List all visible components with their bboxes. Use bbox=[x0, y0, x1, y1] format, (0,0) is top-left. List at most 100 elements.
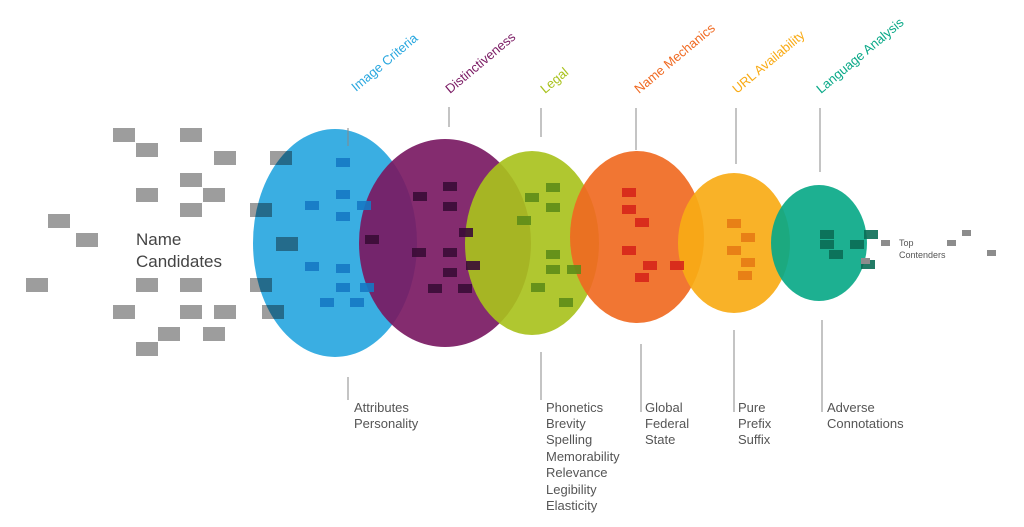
stage-title-name-mechanics: Name Mechanics bbox=[631, 20, 718, 96]
filtered-name-block bbox=[622, 188, 636, 197]
detail-item: Prefix bbox=[738, 416, 772, 431]
filtered-name-block bbox=[741, 258, 755, 267]
detail-item: Federal bbox=[645, 416, 689, 431]
detail-item: Legibility bbox=[546, 482, 597, 497]
filtered-name-block bbox=[546, 203, 560, 212]
candidate-block bbox=[180, 128, 202, 142]
filtered-name-block bbox=[443, 248, 457, 257]
filtered-name-block bbox=[525, 193, 539, 202]
candidate-block bbox=[180, 278, 202, 292]
stage-title-image-criteria-text: Image Criteria bbox=[348, 30, 421, 94]
filtered-name-block bbox=[622, 246, 636, 255]
candidate-block bbox=[136, 278, 158, 292]
detail-list-image-criteria: Attributes Personality bbox=[354, 400, 419, 431]
top-contenders-line-2: Contenders bbox=[899, 250, 946, 260]
candidate-block bbox=[136, 188, 158, 202]
filtered-name-block bbox=[350, 298, 364, 307]
filtered-name-block bbox=[531, 283, 545, 292]
filtered-name-block bbox=[546, 183, 560, 192]
filtered-name-block bbox=[305, 201, 319, 210]
filtered-name-block bbox=[820, 240, 834, 249]
leader-lines bbox=[347, 107, 823, 412]
stage-title-language-analysis: Language Analysis bbox=[813, 14, 907, 96]
stage-title-legal-text: Legal bbox=[537, 64, 571, 96]
filtered-name-blocks bbox=[305, 158, 878, 307]
detail-list-language-analysis: Adverse Connotations bbox=[827, 400, 904, 431]
filtered-name-block bbox=[670, 261, 684, 270]
filtered-name-block bbox=[829, 250, 843, 259]
filtered-name-block bbox=[443, 202, 457, 211]
filtered-name-block bbox=[635, 218, 649, 227]
candidate-block bbox=[26, 278, 48, 292]
candidate-block bbox=[113, 305, 135, 319]
filtered-name-block bbox=[412, 248, 426, 257]
stage-circle-language-analysis bbox=[771, 185, 867, 301]
detail-list-url-availability: Pure Prefix Suffix bbox=[738, 400, 775, 447]
detail-list-legal: Phonetics Brevity Spelling Memorability … bbox=[546, 400, 623, 513]
candidate-block bbox=[158, 327, 180, 341]
stage-title-url-availability: URL Availability bbox=[729, 27, 808, 96]
stage-circles bbox=[253, 129, 867, 357]
stage-title-distinctiveness: Distinctiveness bbox=[442, 29, 518, 97]
name-candidates-label: Name Candidates bbox=[136, 230, 222, 271]
filtered-name-block bbox=[458, 284, 472, 293]
stage-title-url-availability-text: URL Availability bbox=[729, 27, 808, 96]
filtered-name-block bbox=[622, 205, 636, 214]
detail-item: Adverse bbox=[827, 400, 875, 415]
candidate-block bbox=[48, 214, 70, 228]
detail-item: Suffix bbox=[738, 432, 771, 447]
stage-circle-legal bbox=[465, 151, 599, 335]
detail-item: State bbox=[645, 432, 675, 447]
detail-item: Memorability bbox=[546, 449, 620, 464]
filtered-name-block bbox=[336, 190, 350, 199]
filtered-name-block bbox=[517, 216, 531, 225]
filtered-name-block bbox=[365, 235, 379, 244]
detail-list-name-mechanics: Global Federal State bbox=[645, 400, 693, 447]
detail-item: Elasticity bbox=[546, 498, 598, 513]
filtered-name-block bbox=[320, 298, 334, 307]
detail-item: Connotations bbox=[827, 416, 904, 431]
stage-title-language-analysis-text: Language Analysis bbox=[813, 14, 907, 96]
top-contender-block bbox=[881, 240, 890, 246]
stage-circle-name-mechanics bbox=[570, 151, 704, 323]
filtered-name-block bbox=[864, 230, 878, 239]
candidate-block bbox=[136, 143, 158, 157]
filtered-name-block bbox=[567, 265, 581, 274]
filtered-name-block bbox=[443, 182, 457, 191]
top-contender-block bbox=[947, 240, 956, 246]
detail-item: Spelling bbox=[546, 432, 592, 447]
filtered-name-block bbox=[413, 192, 427, 201]
stage-title-distinctiveness-text: Distinctiveness bbox=[442, 29, 518, 97]
candidate-block bbox=[76, 233, 98, 247]
name-candidates-line-2: Candidates bbox=[136, 252, 222, 271]
filtered-name-block bbox=[546, 250, 560, 259]
filtered-name-block bbox=[459, 228, 473, 237]
detail-item: Personality bbox=[354, 416, 419, 431]
detail-item: Brevity bbox=[546, 416, 586, 431]
stage-title-name-mechanics-text: Name Mechanics bbox=[631, 20, 718, 96]
filtered-name-block bbox=[820, 230, 834, 239]
filtered-name-block bbox=[336, 264, 350, 273]
filtered-name-block bbox=[559, 298, 573, 307]
top-contenders-label: Top Contenders bbox=[899, 238, 946, 260]
filtered-name-block bbox=[336, 283, 350, 292]
top-contender-block bbox=[962, 230, 971, 236]
stage-title-legal: Legal bbox=[537, 64, 571, 96]
detail-item: Pure bbox=[738, 400, 765, 415]
detail-item: Global bbox=[645, 400, 683, 415]
candidate-block bbox=[214, 305, 236, 319]
filtered-name-block bbox=[466, 261, 480, 270]
filtered-name-block bbox=[850, 240, 864, 249]
filtered-name-block bbox=[443, 268, 457, 277]
candidate-block bbox=[203, 188, 225, 202]
top-contenders-line-1: Top bbox=[899, 238, 914, 248]
candidate-block bbox=[136, 342, 158, 356]
candidate-block bbox=[113, 128, 135, 142]
name-candidates-line-1: Name bbox=[136, 230, 181, 249]
candidate-block bbox=[180, 305, 202, 319]
filtered-name-block bbox=[336, 212, 350, 221]
candidate-block bbox=[180, 203, 202, 217]
stage-title-image-criteria: Image Criteria bbox=[348, 30, 421, 94]
top-contender-blocks bbox=[861, 230, 996, 264]
